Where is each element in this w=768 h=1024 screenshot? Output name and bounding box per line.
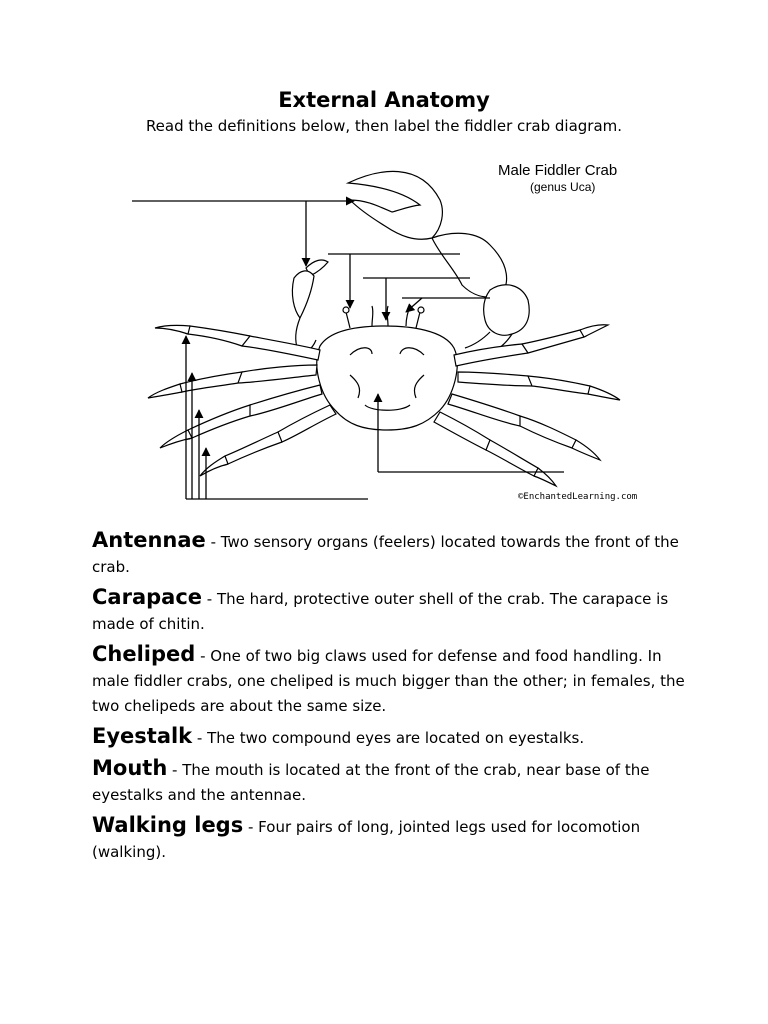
definition-cheliped: Cheliped - One of two big claws used for… bbox=[92, 642, 692, 719]
definition-text: - One of two big claws used for defense … bbox=[92, 647, 685, 715]
big-cheliped-shape bbox=[345, 170, 443, 240]
definition-text: - Two sensory organs (feelers) located t… bbox=[92, 533, 679, 576]
term: Cheliped bbox=[92, 642, 196, 666]
definition-text: - The two compound eyes are located on e… bbox=[192, 729, 585, 747]
definition-carapace: Carapace - The hard, protective outer sh… bbox=[92, 585, 692, 637]
term: Antennae bbox=[92, 528, 206, 552]
definition-eyestalk: Eyestalk - The two compound eyes are loc… bbox=[92, 724, 692, 751]
definition-antennae: Antennae - Two sensory organs (feelers) … bbox=[92, 528, 692, 580]
small-cheliped-shape bbox=[305, 259, 329, 277]
term: Carapace bbox=[92, 585, 203, 609]
definition-text: - Four pairs of long, jointed legs used … bbox=[92, 818, 641, 861]
definition-text: - The hard, protective outer shell of th… bbox=[92, 590, 669, 633]
crab-drawing bbox=[147, 170, 621, 488]
definition-text: - The mouth is located at the front of t… bbox=[92, 761, 650, 804]
label-pointers bbox=[132, 196, 564, 500]
term: Eyestalk bbox=[92, 724, 193, 748]
fiddler-crab-diagram: Male Fiddler Crab (genus Uca) ©Enchanted… bbox=[132, 162, 637, 502]
carapace-shape bbox=[316, 325, 458, 431]
diagram-genus: (genus Uca) bbox=[530, 180, 595, 194]
definition-mouth: Mouth - The mouth is located at the fron… bbox=[92, 756, 692, 808]
diagram-heading: Male Fiddler Crab bbox=[498, 162, 617, 179]
page-instructions: Read the definitions below, then label t… bbox=[145, 117, 623, 135]
page-title: External Anatomy bbox=[278, 88, 490, 112]
definition-walking-legs: Walking legs - Four pairs of long, joint… bbox=[92, 813, 692, 865]
term: Mouth bbox=[92, 756, 168, 780]
term: Walking legs bbox=[92, 813, 244, 837]
diagram-credit: ©EnchantedLearning.com bbox=[518, 492, 637, 502]
definitions-list: Antennae - Two sensory organs (feelers) … bbox=[92, 528, 692, 870]
